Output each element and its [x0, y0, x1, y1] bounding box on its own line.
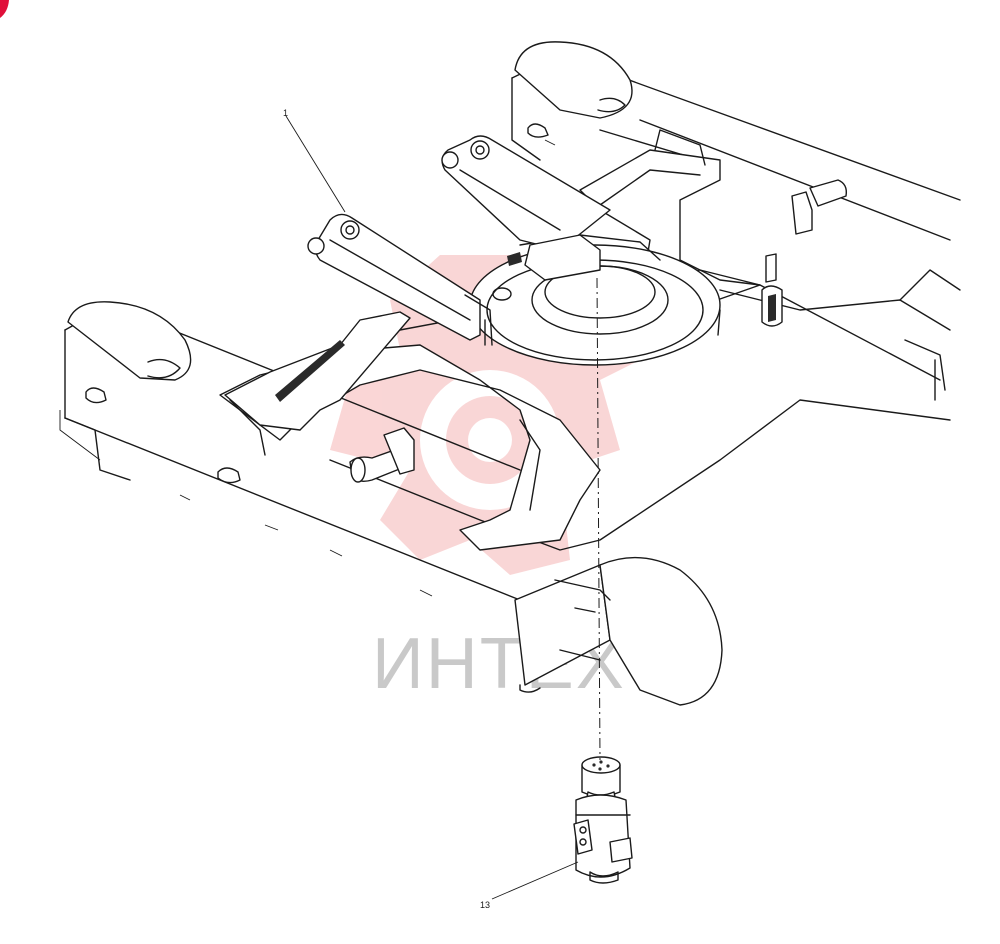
- ring-bracket: [492, 234, 601, 301]
- leader-line-1: [285, 115, 346, 213]
- center-swivel-joint: [573, 756, 633, 884]
- front-lift-arm: [307, 213, 493, 346]
- assembly-axis-line: [596, 277, 601, 761]
- front-shaft-pin: [349, 427, 415, 483]
- rear-shaft-pin: [791, 179, 848, 235]
- leader-line-13: [491, 861, 579, 900]
- rear-cross-leg: [579, 129, 761, 321]
- front-track-frame: [59, 301, 611, 693]
- front-cross-leg: [224, 311, 411, 456]
- rear-track-frame: [511, 41, 961, 241]
- corner-mark: [0, 0, 9, 18]
- grease-fitting: [761, 253, 783, 327]
- callout-label-13: 13: [480, 900, 490, 910]
- swing-bearing-ring: [469, 234, 721, 366]
- callout-label-1: 1: [283, 108, 288, 118]
- drive-sprocket-hub: [554, 556, 723, 706]
- rear-lift-arm: [441, 135, 611, 251]
